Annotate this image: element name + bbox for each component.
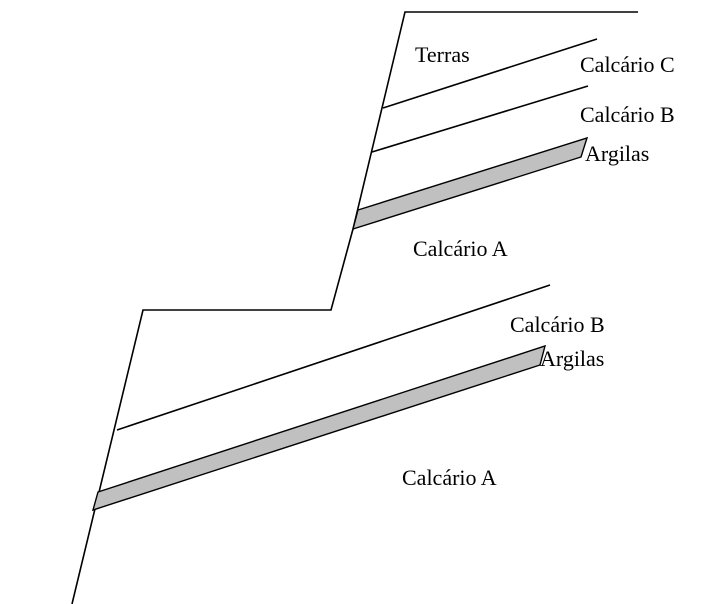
label-lower-limestone-a: Calcário A (402, 465, 497, 490)
upper-terras-limestone-c-boundary (382, 38, 598, 109)
lower-clay-layer (91, 344, 547, 512)
upper-limestone-c-b-boundary (371, 85, 589, 153)
label-upper-clays: Argilas (585, 141, 649, 166)
lower-limestone-b-boundary (116, 284, 551, 431)
fault-profile-line (71, 11, 638, 604)
label-lower-limestone-b: Calcário B (510, 312, 605, 337)
label-upper-limestone-a: Calcário A (413, 236, 508, 261)
label-upper-terras: Terras (415, 42, 470, 67)
label-upper-limestone-b: Calcário B (580, 102, 675, 127)
label-lower-clays: Argilas (540, 346, 604, 371)
upper-clay-layer (351, 136, 589, 231)
label-upper-limestone-c: Calcário C (580, 52, 675, 77)
